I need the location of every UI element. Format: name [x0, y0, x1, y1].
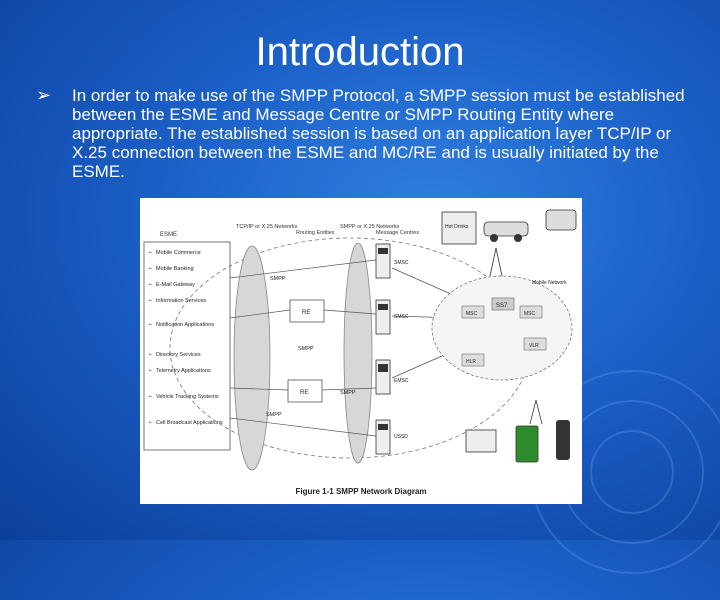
smpp-network-diagram: ESME Mobile Commerce Mobile Banking E-Ma…	[140, 198, 582, 504]
re-label: RE	[302, 310, 310, 316]
vlr-label: VLR	[529, 343, 539, 349]
smpp-network-cylinder	[343, 242, 373, 464]
slide-title: Introduction	[255, 30, 465, 74]
smsc-label: SMSC	[394, 314, 409, 320]
server-icon	[375, 243, 391, 279]
car-icon	[483, 221, 529, 242]
svg-text:➢: ➢	[148, 394, 152, 400]
svg-text:➢: ➢	[148, 266, 152, 272]
esme-app-item: Cell Broadcast Applications	[156, 420, 223, 426]
hot-drinks-label: Hot Drinks	[445, 224, 469, 230]
emsc-label: EMSC	[394, 378, 409, 384]
server-icon	[375, 419, 391, 455]
esme-app-item: Information Services	[156, 298, 206, 304]
diagram-canvas: ESME Mobile Commerce Mobile Banking E-Ma…	[143, 209, 577, 496]
svg-text:➢: ➢	[148, 368, 152, 374]
mobile-network-cloud: MSC MSC SS7 VLR HLR	[431, 275, 573, 381]
bullet-text: In order to make use of the SMPP Protoco…	[72, 86, 685, 181]
esme-column-label: ESME	[160, 232, 177, 238]
esme-app-item: Telemetry Applications	[156, 368, 211, 374]
hlr-label: HLR	[466, 359, 476, 365]
pager-icon	[545, 209, 577, 231]
mc-column-label: Message Centres	[376, 230, 419, 236]
svg-text:➢: ➢	[148, 250, 152, 256]
esme-app-list: Mobile Commerce Mobile Banking E-Mail Ga…	[156, 250, 223, 426]
esme-app-item: Vehicle Tracking Systems	[156, 394, 219, 400]
routing-entity-box	[287, 379, 323, 403]
smpp-label: SMPP	[340, 390, 356, 396]
tcpip-network-cylinder	[233, 245, 271, 471]
re-label: RE	[300, 390, 308, 396]
svg-text:➢: ➢	[148, 282, 152, 288]
msc-label: MSC	[524, 311, 536, 317]
figure-caption: Figure 1-1 SMPP Network Diagram	[296, 487, 427, 496]
vending-machine-icon	[441, 211, 477, 245]
ussd-label: USSD	[394, 434, 408, 440]
pda-icon	[515, 425, 539, 463]
cell-tower-icon	[489, 247, 503, 277]
esme-app-item: Notification Applications	[156, 322, 214, 328]
svg-text:➢: ➢	[148, 298, 152, 304]
mobile-phone-icon	[556, 420, 570, 460]
svg-text:➢: ➢	[148, 322, 152, 328]
mobile-network-label: Mobile Network	[532, 280, 567, 286]
smpp-label: SMPP	[270, 276, 286, 282]
esme-box	[143, 241, 231, 451]
ss7-label: SS7	[496, 303, 508, 309]
svg-text:➢: ➢	[148, 352, 152, 358]
bullet-item: ➢ In order to make use of the SMPP Proto…	[36, 85, 696, 182]
cell-tower-icon	[529, 399, 543, 425]
server-icon	[375, 359, 391, 395]
laptop-icon	[465, 429, 497, 453]
routing-entity-box	[289, 299, 325, 323]
esme-app-item: Mobile Banking	[156, 266, 194, 272]
routing-column-label: Routing Entities	[296, 230, 335, 236]
tcpip-column-label: TCP/IP or X.25 Networks	[236, 224, 298, 230]
arrow-bullet-icon: ➢	[36, 85, 52, 105]
esme-app-item: Directory Services	[156, 352, 201, 358]
smpp-label: SMPP	[298, 346, 314, 352]
smsc-label: SMSC	[394, 260, 409, 266]
esme-app-item: Mobile Commerce	[156, 250, 201, 256]
server-icon	[375, 299, 391, 335]
connection-lines	[229, 259, 461, 437]
svg-text:➢: ➢	[148, 420, 152, 426]
msc-label: MSC	[466, 311, 478, 317]
smpp-label: SMPP	[266, 412, 282, 418]
esme-app-item: E-Mail Gateway	[156, 282, 195, 288]
smpp-network-column-label: SMPP or X.25 Networks	[340, 224, 399, 230]
